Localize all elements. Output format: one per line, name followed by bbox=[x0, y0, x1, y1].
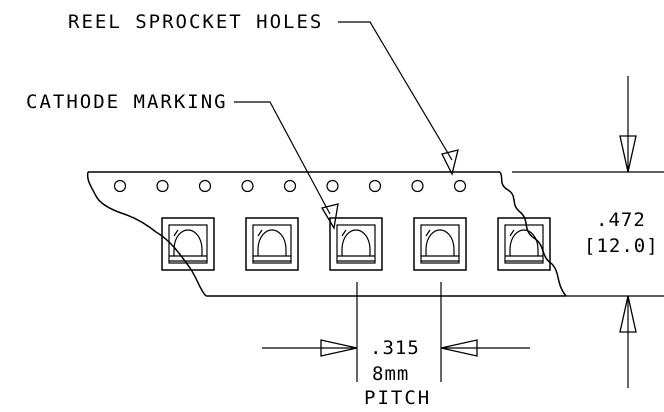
pitch-mm-value: 8mm bbox=[372, 363, 409, 385]
sprocket-hole bbox=[411, 179, 424, 193]
sprocket-holes-leader bbox=[338, 21, 459, 176]
pitch-inch-value: .315 bbox=[370, 337, 420, 359]
pocket bbox=[497, 217, 551, 271]
width-inch-value: .472 bbox=[596, 209, 646, 231]
pitch-dimension bbox=[262, 282, 530, 382]
sprocket-hole bbox=[113, 179, 127, 193]
sprocket-hole bbox=[241, 179, 254, 193]
component-pockets bbox=[161, 217, 551, 271]
pocket bbox=[329, 217, 383, 271]
pocket bbox=[413, 217, 467, 271]
width-dimension bbox=[512, 76, 664, 388]
sprocket-hole bbox=[156, 179, 169, 193]
cathode-marking-label: CATHODE MARKING bbox=[26, 91, 228, 113]
width-mm-value: [12.0] bbox=[584, 235, 659, 257]
sprocket-hole bbox=[453, 179, 467, 193]
sprocket-hole bbox=[368, 179, 382, 193]
pitch-label: PITCH bbox=[364, 387, 431, 409]
sprocket-hole bbox=[283, 179, 297, 193]
sprocket-hole bbox=[326, 179, 339, 193]
cathode-marking-leader bbox=[234, 101, 339, 230]
pocket bbox=[161, 217, 215, 271]
pocket bbox=[245, 217, 299, 271]
sprocket-hole bbox=[198, 179, 212, 193]
sprocket-holes bbox=[113, 179, 467, 193]
sprocket-holes-label: REEL SPROCKET HOLES bbox=[68, 11, 323, 33]
